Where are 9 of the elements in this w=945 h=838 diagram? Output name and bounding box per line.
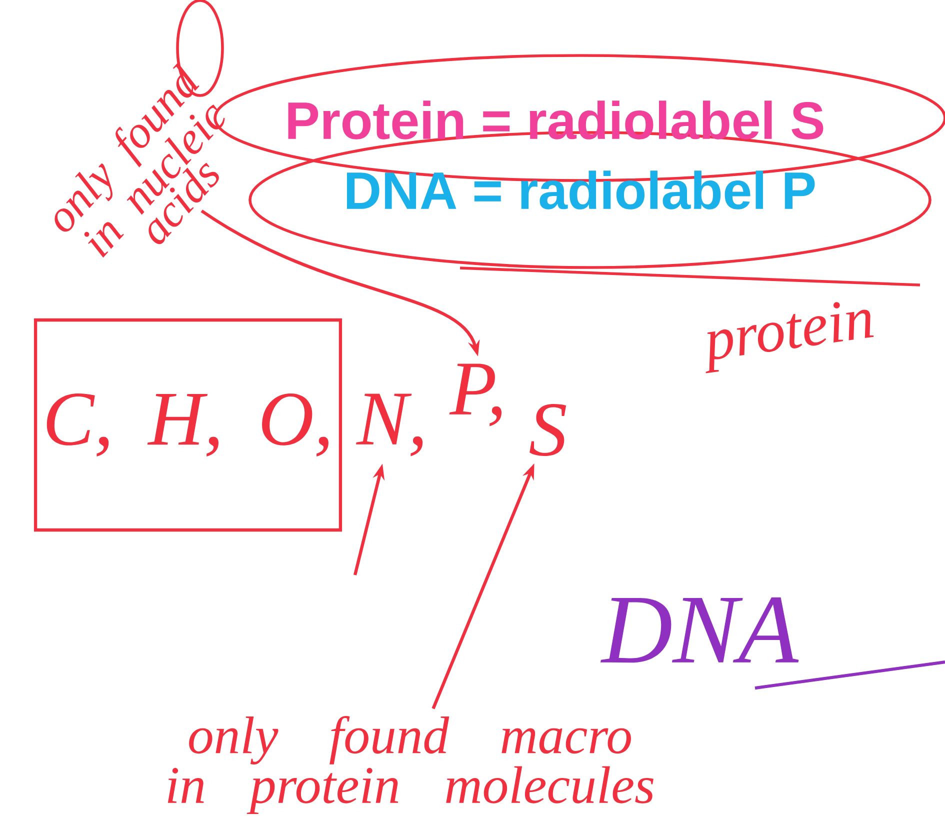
element-box: C, H, O,: [34, 318, 342, 532]
element-letter: S: [530, 404, 566, 456]
handwritten-word: DNA: [600, 597, 799, 663]
handwritten-word: protein: [706, 302, 874, 374]
element-letter: P,: [449, 364, 502, 426]
formula-line: DNA = radiolabel P: [346, 170, 815, 210]
element-letter: N,: [356, 394, 423, 456]
handwritten-note: only found macro in protein molecules: [168, 716, 654, 814]
formula-line: Protein = radiolabel S: [288, 100, 824, 140]
